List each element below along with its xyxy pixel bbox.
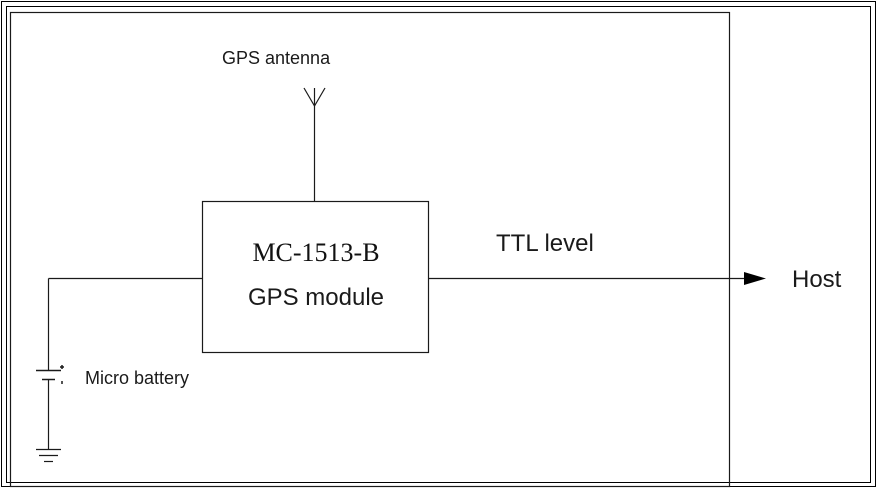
board-outline bbox=[9, 11, 731, 488]
host-label: Host bbox=[792, 266, 842, 293]
battery-wire bbox=[47, 277, 202, 449]
antenna-label: GPS antenna bbox=[222, 48, 331, 68]
module-name: GPS module bbox=[248, 284, 384, 311]
ttl-level-label: TTL level bbox=[496, 230, 594, 257]
battery-label: Micro battery bbox=[85, 368, 189, 388]
module-part-number: MC-1513-B bbox=[252, 238, 379, 267]
battery-icon bbox=[36, 365, 64, 384]
arrow-head-icon bbox=[744, 272, 766, 285]
ground-icon bbox=[36, 448, 61, 463]
antenna-symbol bbox=[303, 87, 326, 201]
gps-module-box bbox=[201, 200, 430, 354]
